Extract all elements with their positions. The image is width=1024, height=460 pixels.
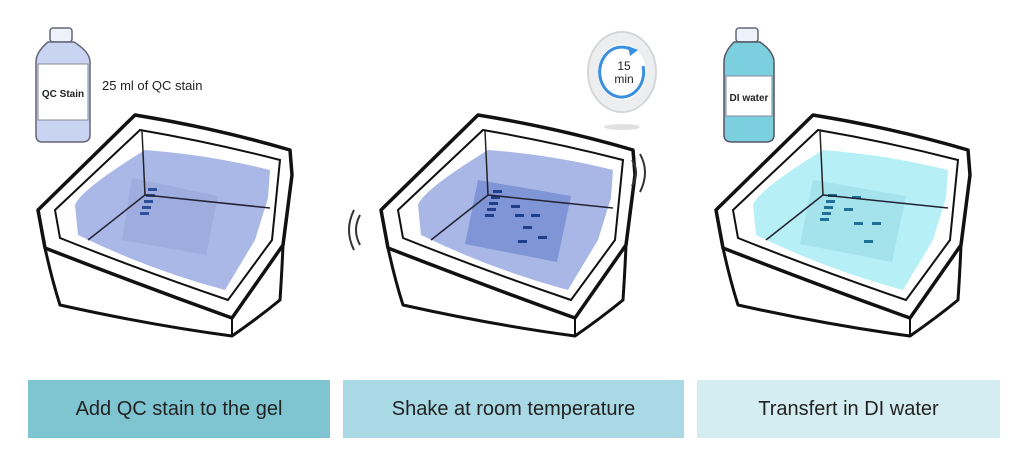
- stain-volume-note: 25 ml of QC stain: [102, 78, 202, 93]
- timer-unit: min: [614, 72, 633, 86]
- step-3-illustration: DI water: [714, 27, 972, 338]
- di-water-bottle: DI water: [723, 27, 775, 143]
- step-1-caption: Add QC stain to the gel: [28, 380, 330, 438]
- shake-motion-left-icon: [348, 209, 361, 251]
- gel: [122, 178, 218, 255]
- step-2-illustration: 15 min: [348, 31, 657, 338]
- bottle-label: QC Stain: [42, 89, 84, 100]
- shake-motion-right-icon: [631, 153, 646, 193]
- gel-bands: [485, 190, 547, 243]
- step-2-caption: Shake at room temperature: [343, 380, 684, 438]
- qc-stain-bottle: QC Stain: [35, 27, 91, 143]
- step-3-caption: Transfert in DI water: [697, 380, 1000, 438]
- step-1-illustration: QC Stain 25 ml of QC stain: [35, 27, 294, 338]
- timer-value: 15: [617, 59, 631, 73]
- bottle-label: DI water: [730, 93, 769, 104]
- timer-icon: 15 min: [587, 31, 657, 130]
